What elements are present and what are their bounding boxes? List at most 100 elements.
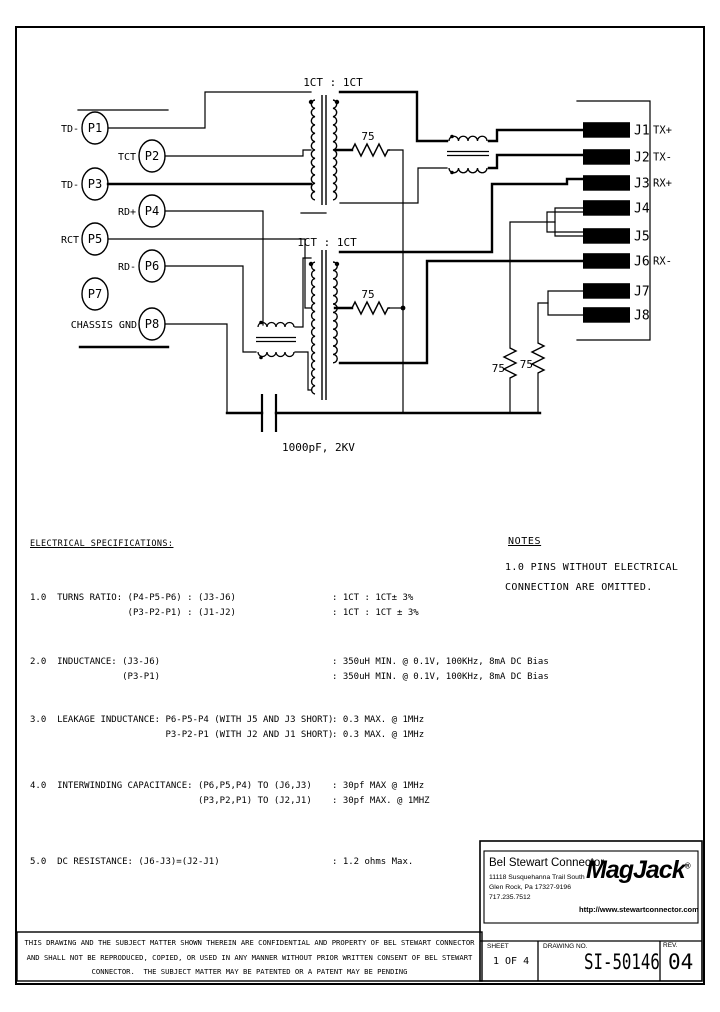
- specs-title: ELECTRICAL SPECIFICATIONS:: [30, 539, 174, 549]
- pin-label: TD-: [61, 180, 79, 191]
- phase-dot: [334, 261, 340, 267]
- title-block-frame: [16, 840, 703, 982]
- jack-bracket: [576, 100, 651, 341]
- transformer-t1: [308, 95, 340, 205]
- sheet-label: SHEET: [487, 943, 509, 950]
- jack-id: J7: [634, 285, 650, 300]
- pin-id: P3: [88, 177, 102, 191]
- phase-dot: [334, 99, 340, 105]
- jack-signal: RX-: [653, 256, 672, 268]
- pin-id: P5: [88, 232, 102, 246]
- resistor-75-rx2: [530, 342, 546, 374]
- spec-5-left: 5.0 DC RESISTANCE: (J6-J3)=(J2-J1): [30, 857, 220, 867]
- pin-label: CHASSIS GND: [71, 320, 137, 331]
- pin-id: P8: [145, 317, 159, 331]
- spec-4-right: : 30pf MAX @ 1MHz : 30pf MAX. @ 1MHZ: [332, 781, 430, 806]
- company-phone: 717.235.7512: [489, 894, 531, 901]
- jack-pin-j1: J1 TX+: [583, 122, 672, 139]
- pin-p8: P8 CHASSIS GND: [71, 307, 166, 341]
- j-pins: J1 TX+ J2 TX- J3 RX+ J4 J5 J6 RX- J7: [583, 122, 672, 324]
- jack-signal: RX+: [653, 178, 672, 190]
- company-website: http://www.stewartconnector.com: [579, 905, 699, 914]
- spec-3-left: 3.0 LEAKAGE INDUCTANCE: P6-P5-P4 (WITH J…: [30, 715, 334, 740]
- resistor-75-t1: [351, 142, 390, 158]
- jack-pin-j2: J2 TX-: [583, 149, 672, 166]
- pin-label: TCT: [118, 152, 136, 163]
- resistor-75-t2: [351, 300, 390, 316]
- company-address-1: 11118 Susquehanna Trail South: [489, 874, 585, 881]
- capacitor: [260, 394, 278, 432]
- pin-id: P7: [88, 287, 102, 301]
- jack-id: J2: [634, 151, 650, 166]
- jack-signal: TX+: [653, 125, 672, 137]
- notes-body: 1.0 PINS WITHOUT ELECTRICAL CONNECTION A…: [505, 562, 679, 593]
- magjack-logo: MagJack®: [586, 856, 691, 885]
- wires-thin: [77, 91, 651, 414]
- disclaimer-box: [16, 931, 483, 982]
- spec-2-left: 2.0 INDUCTANCE: (J3-J6) (P3-P1): [30, 657, 161, 682]
- pin-p3: P3 TD-: [61, 167, 109, 201]
- spec-1-left: 1.0 TURNS RATIO: (P4-P5-P6) : (J3-J6) (P…: [30, 593, 236, 618]
- choke-1: [447, 134, 489, 175]
- t1-ratio-label: 1CT : 1CT: [303, 76, 363, 89]
- drawing-number: SI-50146: [584, 950, 660, 974]
- notes-title: NOTES: [508, 536, 542, 547]
- pin-label: RD+: [118, 207, 136, 218]
- capacitor-value-label: 1000pF, 2KV: [282, 441, 355, 454]
- jack-id: J4: [634, 202, 650, 217]
- jack-pin-j3: J3 RX+: [583, 175, 672, 192]
- company-address-2: Glen Rock, Pa 17327-9196: [489, 884, 571, 891]
- jack-id: J8: [634, 309, 650, 324]
- spec-1-right: : 1CT : 1CT± 3% : 1CT : 1CT ± 3%: [332, 593, 419, 618]
- drawing-no-label: DRAWING NO.: [543, 943, 588, 950]
- pin-p1: P1 TD-: [61, 111, 109, 145]
- pin-p5: P5 RCT: [61, 222, 109, 256]
- pin-id: P4: [145, 204, 159, 218]
- rev-value: 04: [668, 950, 694, 974]
- r4-value-label: 75: [520, 358, 533, 371]
- jack-signal: TX-: [653, 152, 672, 164]
- page-border: [15, 26, 705, 985]
- rev-label: REV.: [663, 942, 678, 949]
- pin-label: RCT: [61, 235, 79, 246]
- spec-2-right: : 350uH MIN. @ 0.1V, 100KHz, 8mA DC Bias…: [332, 657, 549, 682]
- company-box: [483, 850, 699, 924]
- jack-id: J6: [634, 255, 650, 270]
- spec-4-left: 4.0 INTERWINDING CAPACITANCE: (P6,P5,P4)…: [30, 781, 312, 806]
- company-name: Bel Stewart Connector: [489, 857, 605, 869]
- pin-p2: P2 TCT: [118, 139, 166, 173]
- jack-pin-j8: J8: [583, 307, 650, 324]
- jack-id: J3: [634, 177, 650, 192]
- drawing-no-value: SI-50146: [584, 950, 685, 974]
- jack-pin-j6: J6 RX-: [583, 253, 672, 270]
- confidentiality-disclaimer: THIS DRAWING AND THE SUBJECT MATTER SHOW…: [24, 938, 475, 976]
- pin-label: TD-: [61, 124, 79, 135]
- spec-3-right: : 0.3 MAX. @ 1MHz : 0.3 MAX. @ 1MHz: [332, 715, 425, 740]
- jack-id: J1: [634, 124, 650, 139]
- p-pins: P1 TD- P2 TCT P3 TD- P4 RD+ P5 RCT P6 RD…: [61, 111, 166, 341]
- jack-pin-j5: J5: [583, 228, 650, 245]
- resistors: [351, 142, 546, 379]
- r2-value-label: 75: [361, 288, 374, 301]
- jack-id: J5: [634, 230, 650, 245]
- pin-p6: P6 RD-: [118, 249, 166, 283]
- pin-id: P6: [145, 259, 159, 273]
- jack-pin-j7: J7: [583, 283, 650, 300]
- pin-id: P1: [88, 121, 102, 135]
- transformer-t2: [308, 250, 340, 400]
- logo-text: MagJack: [586, 856, 686, 884]
- registered-mark: ®: [684, 861, 691, 871]
- resistor-75-rx1: [502, 347, 518, 379]
- choke-2: [256, 320, 296, 360]
- pin-p4: P4 RD+: [118, 194, 166, 228]
- sheet-value: 1 OF 4: [493, 956, 530, 967]
- r3-value-label: 75: [492, 362, 505, 375]
- junction-dot: [400, 305, 406, 311]
- spec-5-right: : 1.2 ohms Max.: [332, 857, 414, 867]
- r1-value-label: 75: [361, 130, 374, 143]
- phase-dot: [308, 99, 314, 105]
- phase-dot: [308, 261, 314, 267]
- pin-p7: P7: [81, 277, 109, 311]
